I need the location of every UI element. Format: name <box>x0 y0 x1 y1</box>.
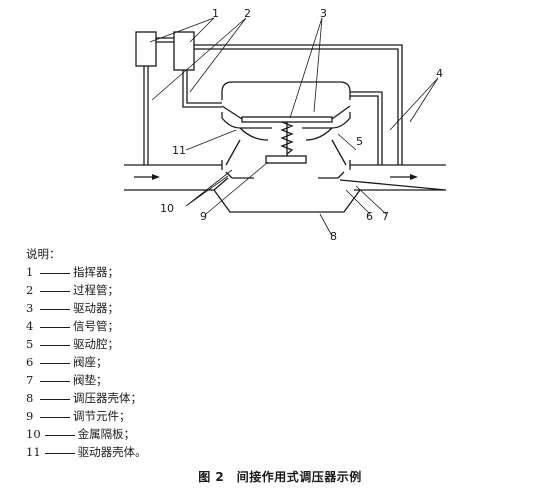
figure-caption: 图 2 间接作用式调压器示例 <box>198 470 362 484</box>
actuator-chamber <box>239 127 333 141</box>
callout-8: 8 <box>330 230 337 240</box>
outlet-pipe <box>339 164 447 191</box>
process-pipe-left <box>143 66 149 165</box>
callout-2: 2 <box>244 7 251 20</box>
callout-6: 6 <box>366 210 373 223</box>
leader-lines <box>149 17 439 237</box>
callout-3: 3 <box>320 7 327 20</box>
actuator-spring <box>280 121 294 155</box>
callout-4: 4 <box>436 67 443 80</box>
regulator-diagram: 1 2 3 4 5 6 7 8 9 10 11 <box>124 7 447 240</box>
callout-7: 7 <box>382 210 389 223</box>
pilot-box-left <box>135 31 157 67</box>
metal-diaphragm <box>241 116 333 123</box>
actuator-housing <box>221 81 351 129</box>
signal-pipe <box>194 44 403 165</box>
callout-10: 10 <box>160 202 174 215</box>
actuator-signal-pipe <box>350 91 383 165</box>
pilot-box-right <box>173 31 195 71</box>
valve-seat <box>225 171 345 179</box>
control-element <box>265 155 307 164</box>
process-pipe <box>182 70 222 108</box>
callout-11: 11 <box>172 144 186 157</box>
legend-heading: 说明： <box>26 247 61 261</box>
callout-9: 9 <box>200 210 207 223</box>
callout-1: 1 <box>212 7 219 20</box>
callout-5: 5 <box>356 135 363 148</box>
